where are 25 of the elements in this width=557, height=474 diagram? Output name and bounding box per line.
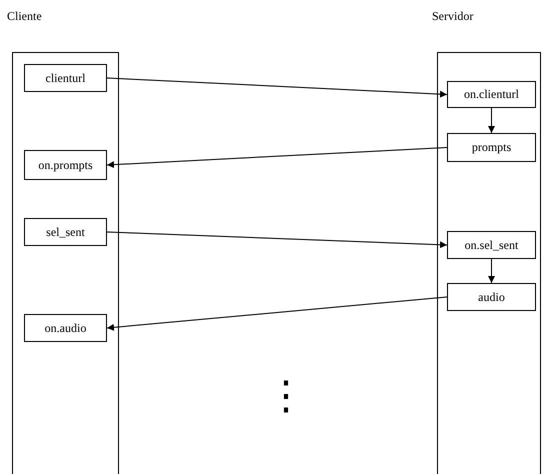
message-label: on.sel_sent: [464, 238, 518, 252]
arrow: [106, 296, 448, 331]
message-box: [447, 231, 536, 259]
arrow: [106, 147, 448, 168]
message-box: [447, 81, 536, 108]
ellipsis-mark: ⋮: [266, 376, 306, 416]
message-label: sel_sent: [46, 224, 85, 240]
message-box: [24, 150, 107, 180]
arrow: [488, 108, 495, 134]
message-box: [24, 314, 107, 342]
message-label: prompts: [472, 140, 512, 155]
arrow: [488, 258, 495, 284]
message-box: [447, 133, 536, 162]
arrow: [106, 78, 448, 98]
message-box: [24, 218, 107, 246]
message-label: on.prompts: [38, 158, 93, 172]
message-label: on.clienturl: [464, 87, 519, 102]
message-label: audio: [478, 290, 505, 304]
lane-title: Cliente: [7, 9, 42, 24]
message-label: clienturl: [46, 70, 86, 86]
message-label: on.audio: [44, 320, 86, 336]
arrow: [106, 232, 448, 248]
lane-title: Servidor: [432, 9, 474, 24]
message-box: [447, 283, 536, 311]
message-box: [24, 64, 107, 92]
